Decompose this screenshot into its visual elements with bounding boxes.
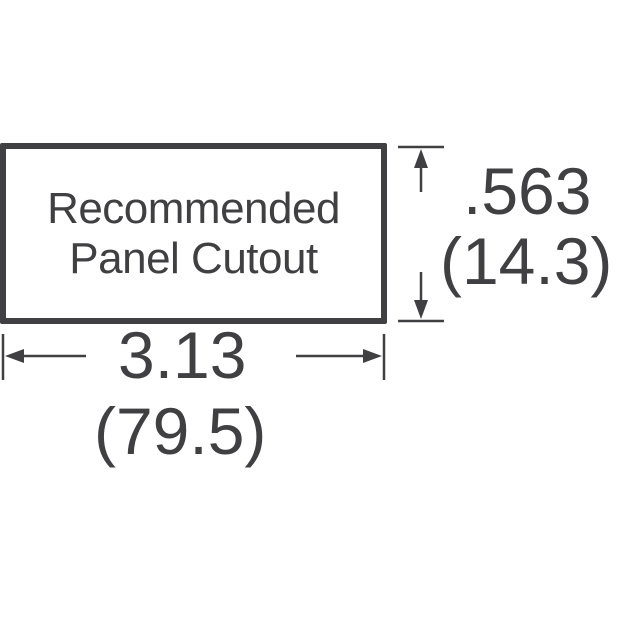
height-mm: (14.3) — [440, 224, 613, 298]
label-line-1: Recommended — [47, 183, 340, 233]
down-arrow-icon — [414, 300, 428, 319]
left-arrow-icon — [5, 349, 24, 363]
up-arrow-icon — [414, 149, 428, 168]
panel-cutout-label: Recommended Panel Cutout — [6, 149, 381, 318]
right-arrow-icon — [363, 349, 382, 363]
label-line-2: Panel Cutout — [69, 233, 318, 283]
width-inches: 3.13 — [118, 318, 247, 392]
height-inches: .563 — [463, 154, 592, 228]
width-mm: (79.5) — [94, 394, 267, 468]
panel-cutout-rectangle: Recommended Panel Cutout — [0, 143, 387, 324]
